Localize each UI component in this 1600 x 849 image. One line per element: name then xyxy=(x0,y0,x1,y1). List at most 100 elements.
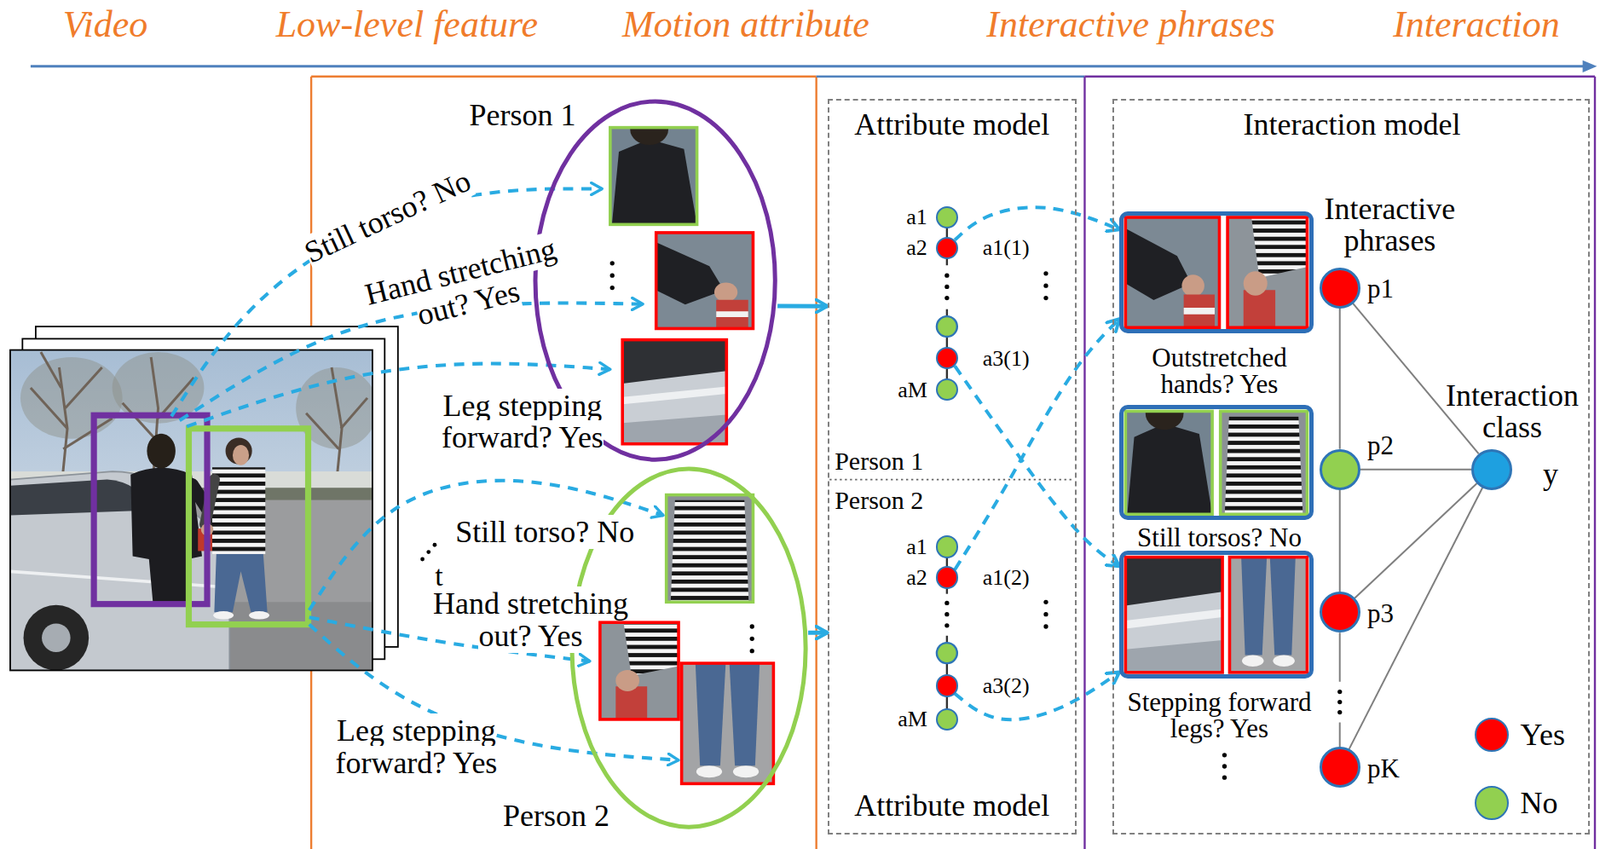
phrase-box: Outstretched hands? Yes xyxy=(1119,211,1313,335)
patch-frame xyxy=(656,232,754,330)
legend-text: Yes xyxy=(1520,716,1566,753)
label-holder: Still torso? No xyxy=(455,516,635,549)
patch-shape xyxy=(716,311,749,318)
attribute-arrow xyxy=(954,672,1120,721)
patch-shape xyxy=(612,138,698,225)
image-patch xyxy=(1227,217,1307,328)
patch-shape xyxy=(1125,640,1223,673)
phrase-link xyxy=(1354,483,1477,599)
patch-shape xyxy=(1241,557,1267,656)
attribute-circle xyxy=(936,316,958,337)
attribute-index: a1(1) xyxy=(982,236,1030,260)
phrase-link xyxy=(1339,308,1341,450)
label-holder: Interaction xyxy=(1392,5,1560,45)
person-heading: Person 1 xyxy=(468,99,576,133)
phrase-link xyxy=(1349,487,1484,750)
patch-shape xyxy=(622,340,727,384)
label-holder: Motion attribute xyxy=(622,5,870,45)
image-patch xyxy=(656,232,754,330)
image-patch xyxy=(610,127,698,226)
ellipsis-dot xyxy=(1222,752,1227,757)
pipeline-arrowhead xyxy=(1582,60,1598,73)
phrase-link xyxy=(1360,468,1472,471)
panel-border xyxy=(1083,76,1086,849)
label-holder: Leg stepping forward? Yes xyxy=(309,715,523,780)
ellipsis-dot xyxy=(944,295,949,301)
person-torso xyxy=(212,467,266,555)
phrase-caption: Still torsos? No xyxy=(1118,524,1320,551)
label-holder: Leg stepping forward? Yes xyxy=(415,390,630,456)
patch-shape xyxy=(695,663,727,766)
question-label: Still torso? No xyxy=(455,514,635,549)
label-holder: Low-level feature xyxy=(276,5,539,45)
image-patch xyxy=(600,622,679,720)
illustration xyxy=(10,60,1597,849)
ellipsis-dot xyxy=(750,648,755,653)
label-holder: t xyxy=(434,560,443,592)
patch-frame xyxy=(610,127,698,226)
patch-shape xyxy=(714,282,738,302)
car-wheel xyxy=(23,605,90,671)
attribute-arrow xyxy=(808,630,828,636)
patch-shape xyxy=(622,387,727,405)
phrase-node: pK xyxy=(1319,746,1361,788)
person-tag: Person 2 xyxy=(834,486,924,515)
patch-shape xyxy=(1224,415,1304,515)
patch-shape xyxy=(733,765,759,778)
attribute-index: a1(2) xyxy=(982,566,1030,590)
image-patch xyxy=(1125,217,1219,328)
attribute-arrow xyxy=(954,318,1120,570)
person-heading: Person 2 xyxy=(502,800,610,833)
attribute-arrow xyxy=(954,207,1120,240)
attribute-label: aM xyxy=(897,378,928,402)
patch-frame xyxy=(1220,410,1308,515)
ellipsis-dot xyxy=(433,542,438,548)
question-label: Still torso? No xyxy=(299,163,476,271)
phrase-link xyxy=(1339,632,1341,747)
panel-border xyxy=(814,76,817,849)
ellipsis-dot xyxy=(750,636,755,642)
phrase-label: p2 xyxy=(1367,432,1394,461)
attribute-index: a3(1) xyxy=(982,346,1030,370)
patch-shape xyxy=(1251,217,1307,278)
legend-swatch xyxy=(1474,785,1510,821)
patch-ground xyxy=(622,340,727,445)
phrase-box: Stepping forward legs? Yes xyxy=(1119,550,1313,679)
model-title: Interaction model xyxy=(1243,109,1462,142)
patch-frame xyxy=(600,622,679,720)
ellipsis-dot xyxy=(1337,689,1342,694)
person-box xyxy=(188,428,308,625)
patch-shape xyxy=(716,300,749,330)
patch-shape xyxy=(623,622,680,676)
image-patch xyxy=(681,663,775,784)
phrase-label: pK xyxy=(1367,755,1400,784)
attribute-node: a3(1) xyxy=(935,346,959,370)
ellipsis-dot xyxy=(1337,710,1342,715)
attribute-node: a1 xyxy=(935,206,959,229)
ellipsis-dot xyxy=(426,549,431,555)
label-holder: Hand stretching out? Yes xyxy=(423,588,637,653)
patch-shape xyxy=(656,242,725,305)
attribute-circle xyxy=(936,642,958,664)
ellipsis-dot xyxy=(610,285,615,290)
attribute-label: a2 xyxy=(906,236,928,260)
ellipsis-dot xyxy=(610,273,615,278)
ellipsis-dot xyxy=(944,284,949,289)
ellipsis-dot xyxy=(1337,699,1342,705)
label-holder: Interactive phrases xyxy=(1312,193,1467,259)
class-heading: Interaction class xyxy=(1435,380,1589,445)
question-label: Leg stepping forward? Yes xyxy=(335,713,497,780)
patch-frame xyxy=(681,663,775,784)
tree-branch xyxy=(40,352,62,388)
patch-frame xyxy=(1227,217,1307,328)
patch-ground xyxy=(1125,217,1219,328)
stage-heading: Motion attribute xyxy=(622,3,870,46)
attribute-label: a1 xyxy=(906,205,928,229)
image-patch xyxy=(622,340,727,445)
patch-frame xyxy=(1125,410,1213,515)
patch-shape xyxy=(1272,655,1294,668)
patch-shape xyxy=(1243,289,1276,328)
phrase-node: p3 xyxy=(1319,591,1361,633)
car-hub xyxy=(41,623,71,653)
